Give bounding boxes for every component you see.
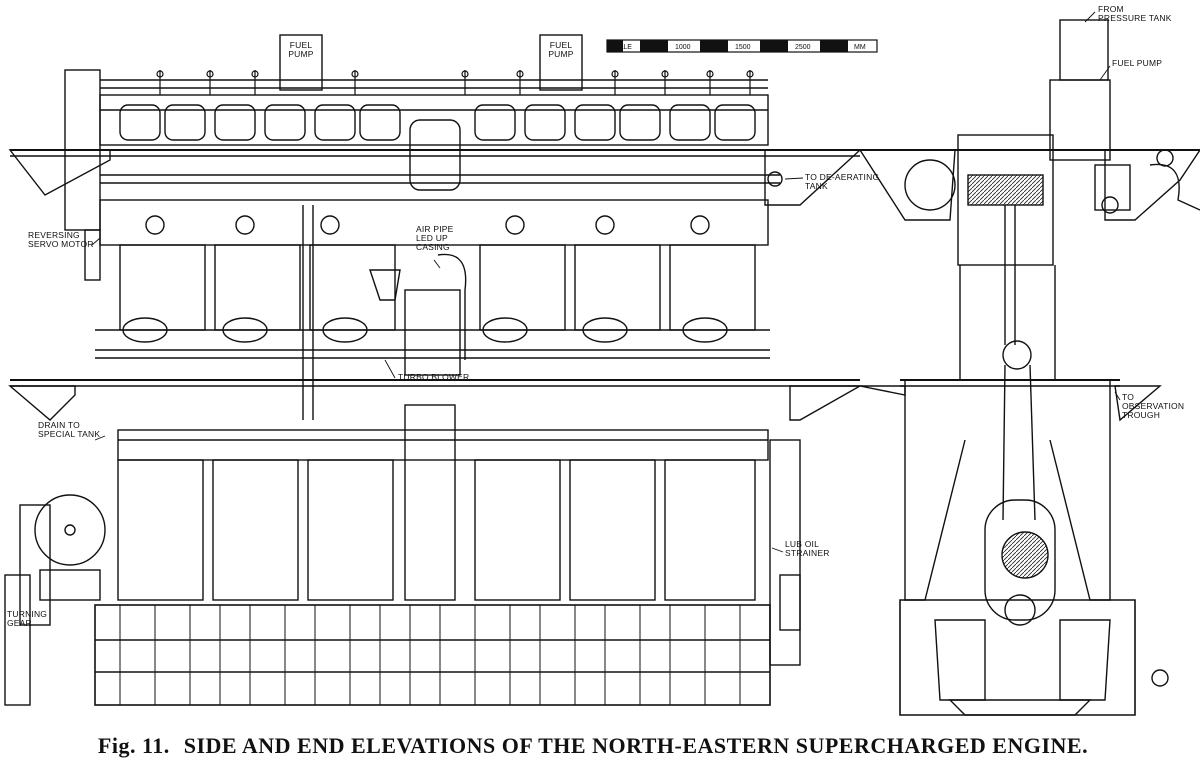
scale-prefix: SCALE (609, 44, 632, 51)
scale-tick-label: 1500 (735, 44, 751, 51)
scale-tick-label: 500 (654, 44, 666, 51)
side-elevation (4, 34, 863, 706)
label-turbo-blower: TURBO BLOWER (398, 372, 469, 382)
cylinder-blocks (119, 244, 756, 331)
scale-unit: MM (854, 44, 866, 51)
scale-tick-label: 2000 (765, 44, 781, 51)
leader-lines (91, 11, 1121, 553)
turning-gear (4, 494, 106, 706)
scale-tick-label: 3000 (830, 44, 846, 51)
frame-columns (117, 404, 756, 601)
scale-tick-label: 2500 (795, 44, 811, 51)
end-elevation (858, 19, 1200, 716)
figure-number: Fig. 11. (97, 733, 170, 758)
figure-title: SIDE AND END ELEVATIONS OF THE NORTH-EAS… (183, 733, 1089, 758)
figure-caption: Fig. 11. SIDE AND END ELEVATIONS OF THE N… (0, 733, 1200, 759)
label-fuel-pump-right: FUEL PUMP (1112, 58, 1162, 68)
scale-bar: SCALE 500 1000 1500 2000 2500 3000 MM (606, 39, 878, 53)
scale-tick-label: 1000 (675, 44, 691, 51)
cylinder-heads (119, 104, 756, 141)
